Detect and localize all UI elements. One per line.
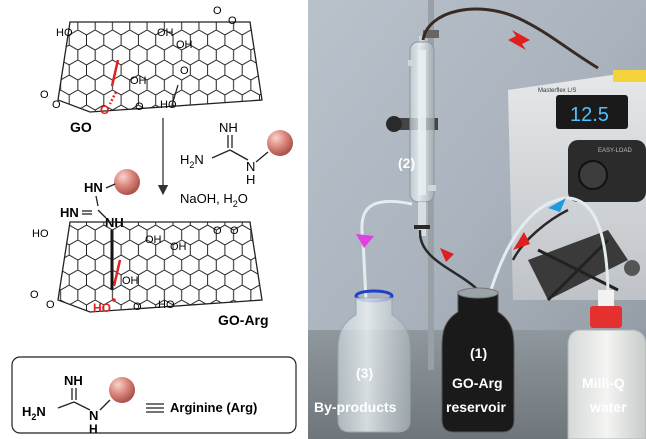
go-oh-label: OH	[176, 39, 193, 51]
goarg-lactone-o: O	[30, 289, 39, 301]
goarg-ho: HO	[32, 228, 49, 240]
go-lactone-o: O	[52, 99, 61, 111]
goarg-red-ho: HO	[93, 301, 111, 315]
arg-sphere	[114, 169, 140, 195]
label-reservoir-word: reservoir	[446, 399, 506, 415]
epoxide-bond	[171, 84, 179, 106]
label-byproducts: By-products	[314, 399, 397, 415]
go-ho-label: HO	[56, 27, 73, 39]
pump-brand: Masterflex L/S	[538, 88, 576, 94]
goarg-oh: OH	[122, 275, 139, 287]
pump-display-panel	[556, 95, 628, 129]
label-byproducts-number: (3)	[356, 365, 373, 381]
reaction-scheme: HO OH OH OH HO O O O O O O O GO NH H2N N…	[11, 5, 297, 436]
goarg-o: O	[133, 301, 142, 313]
goarg-oh: OH	[170, 241, 187, 253]
legend-nh: NH	[64, 373, 83, 388]
flow-arrow-red	[440, 248, 454, 262]
clamp-top	[423, 30, 439, 38]
arg-sphere	[109, 377, 135, 403]
label-reservoir-name: GO-Arg	[452, 375, 503, 391]
tube-column-to-pump	[421, 7, 599, 70]
reagent-n: N	[246, 159, 255, 174]
go-ho-label: HO	[160, 99, 177, 111]
go-lactone-o: O	[228, 15, 237, 27]
peristaltic-pump: 12.5 Masterflex L/S EASY-LOAD	[508, 70, 646, 302]
goarg-oh: OH	[145, 234, 162, 246]
reagent-h2n: H2N	[180, 152, 204, 170]
tube-reservoir-return	[511, 208, 569, 261]
clamp-knob	[386, 116, 402, 132]
go-arg-product: HN HN NH HO OH OH OH HO O HO O O O O	[30, 169, 263, 315]
goarg-ho: HO	[158, 299, 175, 311]
label-water: water	[589, 399, 627, 415]
label-milliq: Milli-Q	[582, 375, 625, 391]
reservoir-bottle	[441, 291, 515, 433]
reaction-conditions: NaOH, H2O	[180, 191, 248, 209]
arginine-reagent: NH H2N N H	[180, 120, 293, 187]
arginine-legend: NH H2N N H Arginine (Arg)	[11, 356, 297, 436]
legend-box	[11, 356, 297, 434]
flow-arrow-red	[508, 30, 530, 50]
go-label: GO	[70, 119, 92, 135]
arg-sphere	[267, 130, 293, 156]
reagent-h: H	[246, 172, 255, 187]
column-stopcock	[418, 202, 426, 236]
reservoir-neck	[457, 287, 499, 299]
milliq-bottle	[567, 290, 646, 439]
water-bottle-body	[567, 329, 646, 439]
legend-arginine-name: Arginine (Arg)	[170, 400, 257, 415]
pump-display: 12.5	[570, 104, 609, 126]
jack-knob	[624, 260, 640, 276]
go-lactone-o: O	[213, 5, 222, 17]
byproducts-bottle	[337, 289, 411, 433]
legend-n: N	[89, 408, 98, 423]
pump-rotor	[578, 160, 608, 190]
go-red-o-label: O	[100, 103, 109, 117]
go-lactone-o: O	[40, 89, 49, 101]
goarg-lactone-o: O	[213, 225, 222, 237]
red-bond	[110, 59, 120, 87]
go-o-label: O	[135, 101, 144, 113]
pump-sticker	[613, 70, 646, 82]
reagent-nh: NH	[219, 120, 238, 135]
bottle-glass	[337, 297, 411, 433]
setup-photo: 12.5 Masterflex L/S EASY-LOAD	[308, 0, 646, 439]
go-arg-label: GO-Arg	[218, 312, 269, 328]
flow-arrow-blue	[548, 198, 566, 212]
go-epoxide-o: O	[180, 65, 189, 77]
goarg-hn: HN	[84, 180, 103, 195]
column	[408, 36, 436, 236]
flow-arrow-red	[513, 232, 530, 250]
goarg-reservoir	[441, 287, 515, 433]
goarg-lactone-o: O	[230, 225, 239, 237]
red-bond	[112, 259, 122, 287]
label-reservoir-number: (1)	[470, 345, 487, 361]
flow-arrow-magenta	[356, 234, 374, 248]
water-bottle-cap	[590, 306, 622, 328]
pump-head-label: EASY-LOAD	[598, 148, 632, 154]
red-dot	[112, 298, 116, 302]
go-oh-label: OH	[157, 27, 174, 39]
go-sheet: HO OH OH OH HO O O O O O O O	[40, 5, 263, 117]
tube-water	[486, 196, 610, 301]
label-column: (2)	[398, 155, 415, 171]
goarg-hn: HN	[60, 205, 79, 220]
legend-h2n: H2N	[22, 404, 46, 422]
legend-h: H	[89, 422, 98, 436]
go-oh-label: OH	[130, 75, 147, 87]
goarg-lactone-o: O	[46, 299, 55, 311]
lab-jack-scissor	[537, 238, 619, 302]
